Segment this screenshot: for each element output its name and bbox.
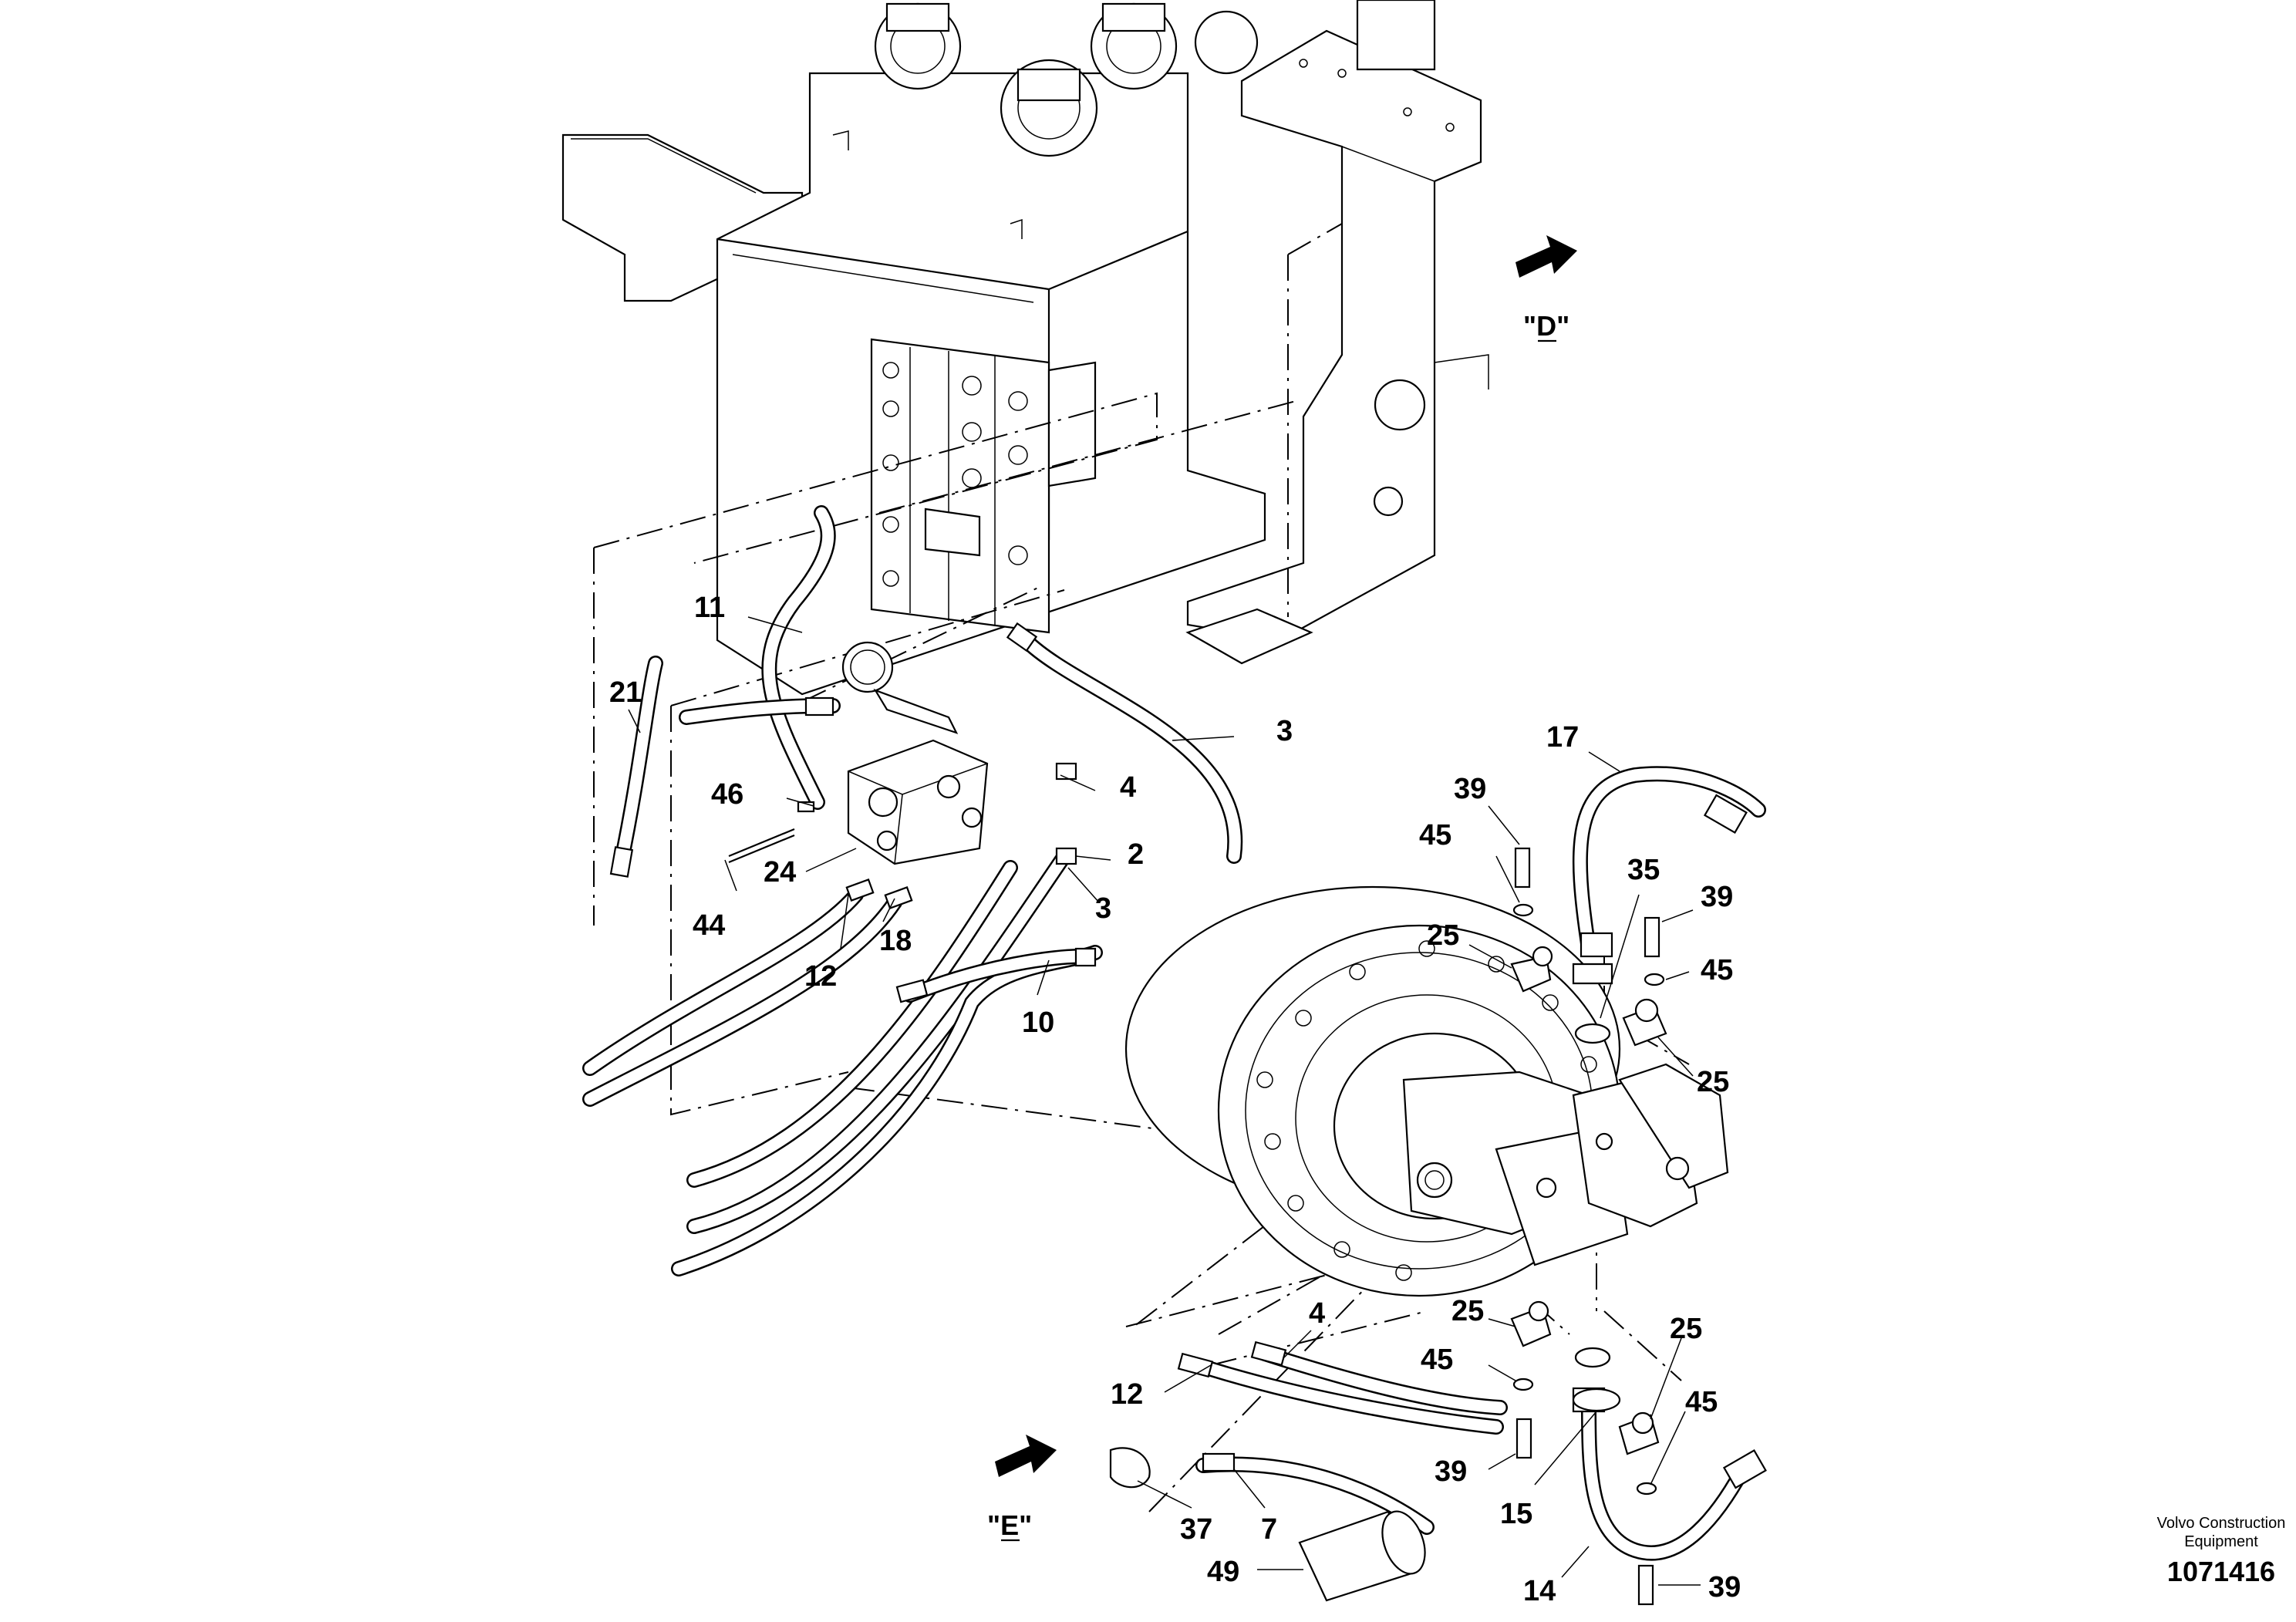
callout-49: 49 — [1207, 1556, 1239, 1588]
pump-heads — [874, 2, 1259, 157]
callout-44: 44 — [693, 909, 725, 942]
callout-45-d: 45 — [1685, 1386, 1718, 1418]
callout-17: 17 — [1546, 721, 1579, 754]
hoses — [582, 505, 1766, 1561]
callout-39-c: 39 — [1435, 1455, 1467, 1488]
callout-leaders — [628, 616, 1701, 1586]
callout-3-mid: 3 — [1095, 892, 1111, 925]
control-valve-block — [870, 338, 1097, 634]
callout-3-top: 3 — [1276, 715, 1293, 747]
callout-4-bottom: 4 — [1309, 1297, 1325, 1330]
document-number: 1071416 — [2167, 1556, 2275, 1587]
callout-25-d: 25 — [1670, 1313, 1702, 1345]
callout-39-a: 39 — [1454, 773, 1486, 805]
view-arrow-d-icon — [1515, 235, 1577, 278]
company-name-line2: Equipment — [2184, 1533, 2258, 1550]
callout-7: 7 — [1261, 1513, 1277, 1546]
callout-11: 11 — [694, 592, 725, 624]
callout-14: 14 — [1523, 1575, 1556, 1607]
callout-12-left: 12 — [804, 960, 837, 993]
center-valve-assembly — [797, 641, 989, 865]
callout-4-top: 4 — [1120, 771, 1136, 804]
callout-24: 24 — [764, 856, 796, 889]
footer-block: Volvo Construction Equipment 1071416 — [2157, 1515, 2286, 1587]
callout-25-a: 25 — [1427, 919, 1459, 952]
callout-45-b: 45 — [1701, 954, 1733, 986]
callout-45-c: 45 — [1421, 1344, 1453, 1376]
clamp-hardware — [1298, 847, 1667, 1606]
callout-45-a: 45 — [1419, 819, 1451, 851]
travel-motor-assembly — [1124, 885, 1729, 1412]
callout-18: 18 — [879, 925, 912, 957]
callout-35: 35 — [1627, 854, 1660, 886]
callout-39-b: 39 — [1701, 881, 1733, 913]
callout-21: 21 — [609, 676, 642, 709]
callout-2: 2 — [1128, 838, 1144, 871]
callout-15: 15 — [1500, 1498, 1532, 1530]
view-label-d: "D" — [1523, 310, 1569, 342]
view-label-e: "E" — [987, 1509, 1032, 1541]
callout-25-b: 25 — [1697, 1066, 1729, 1098]
view-arrow-e-icon — [995, 1435, 1057, 1477]
callout-12-bottom: 12 — [1111, 1378, 1143, 1411]
callout-39-d: 39 — [1708, 1571, 1741, 1603]
company-name-line1: Volvo Construction — [2157, 1515, 2286, 1532]
callout-46: 46 — [711, 778, 743, 811]
callout-10: 10 — [1022, 1007, 1054, 1039]
callout-labels: 11 21 3 4 46 24 2 3 44 12 18 10 17 39 45… — [609, 592, 1741, 1607]
callout-37: 37 — [1180, 1513, 1212, 1546]
frame-tank-assembly — [561, 0, 1489, 696]
callout-25-c: 25 — [1451, 1295, 1484, 1327]
